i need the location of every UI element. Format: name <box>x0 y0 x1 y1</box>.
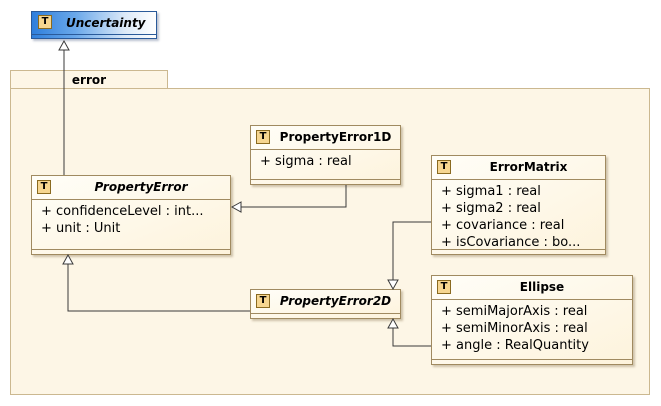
package-name: error <box>71 73 107 87</box>
type-icon: T <box>256 130 270 144</box>
generalization-arrowhead <box>387 317 399 329</box>
attribute: + isCovariance : bo... <box>441 235 581 250</box>
attribute: + semiMajorAxis : real <box>441 304 588 319</box>
class-name: Uncertainty <box>66 16 146 30</box>
generalization-arrowhead <box>58 39 70 51</box>
type-icon: T <box>437 160 451 174</box>
edge-ellipse-to-property-error-2d <box>392 328 431 347</box>
generalization-arrowhead <box>230 201 242 213</box>
attribute: + covariance : real <box>441 218 565 233</box>
class-property-error-1d[interactable]: T PropertyError1D + sigma : real <box>250 125 401 185</box>
generalization-arrowhead <box>62 253 74 265</box>
attribute: + confidenceLevel : int... <box>41 204 204 219</box>
attribute: + sigma : real <box>260 154 352 169</box>
attribute: + angle : RealQuantity <box>441 338 589 353</box>
edge-error-matrix-to-property-error-2d <box>392 221 431 280</box>
edge-property-error-1d-to-property-error <box>241 185 347 208</box>
attribute: + unit : Unit <box>41 221 121 236</box>
class-error-matrix[interactable]: T ErrorMatrix + sigma1 : real + sigma2 :… <box>431 155 606 255</box>
class-name: PropertyError2D <box>279 294 392 308</box>
class-name: PropertyError <box>94 180 188 194</box>
attribute: + semiMinorAxis : real <box>441 321 588 336</box>
class-name: PropertyError1D <box>279 130 392 144</box>
type-icon: T <box>37 180 51 194</box>
type-icon: T <box>437 280 451 294</box>
attribute: + sigma1 : real <box>441 184 541 199</box>
type-icon: T <box>38 15 52 29</box>
attribute: + sigma2 : real <box>441 201 541 216</box>
class-name: Ellipse <box>519 280 565 294</box>
generalization-arrowhead <box>387 279 399 291</box>
class-property-error[interactable]: T PropertyError + confidenceLevel : int.… <box>31 175 231 255</box>
class-name: ErrorMatrix <box>489 160 568 174</box>
class-property-error-2d[interactable]: T PropertyError2D <box>250 289 401 319</box>
class-uncertainty[interactable]: T Uncertainty <box>31 11 157 39</box>
edge-property-error-2d-to-property-error <box>67 264 250 312</box>
class-ellipse[interactable]: T Ellipse + semiMajorAxis : real + semiM… <box>431 275 633 365</box>
type-icon: T <box>256 294 270 308</box>
